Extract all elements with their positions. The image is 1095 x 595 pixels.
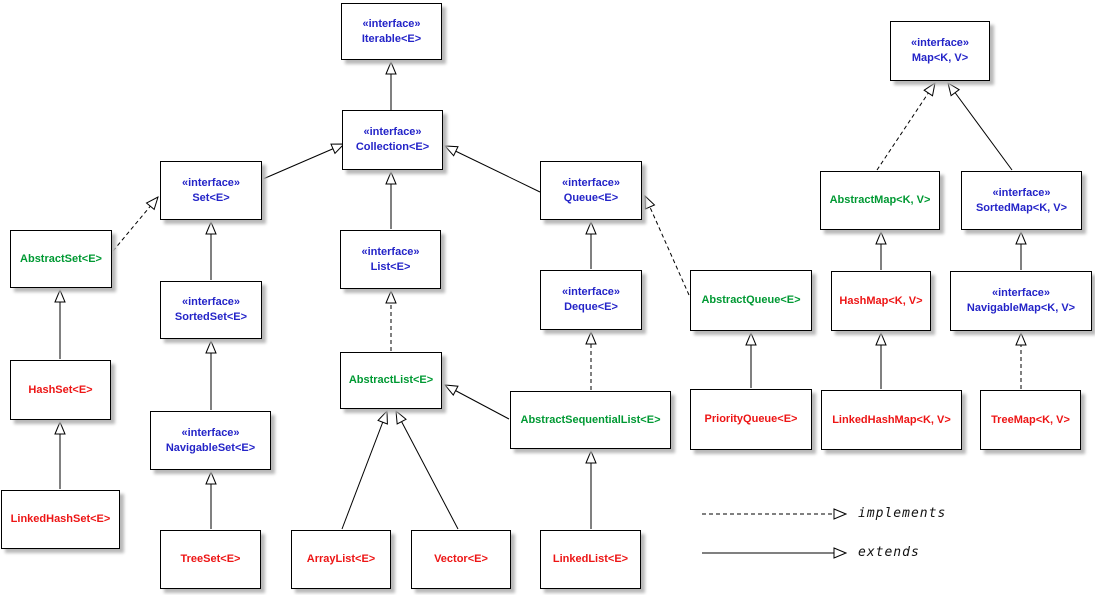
stereotype-label: «interface» — [363, 126, 422, 138]
class-name: TreeSet<E> — [180, 553, 241, 565]
class-name: LinkedHashSet<E> — [10, 513, 111, 525]
class-name: TreeMap<K, V> — [991, 413, 1070, 426]
class-name: AbstractQueue<E> — [701, 294, 801, 306]
node-deque: «interface» Deque<E> — [540, 270, 642, 330]
node-sorted-map: «interface» SortedMap<K, V> — [961, 171, 1082, 230]
class-name: LinkedList<E> — [552, 553, 629, 565]
node-abstract-map: AbstractMap<K, V> — [820, 171, 940, 230]
node-abstract-sequential-list: AbstractSequentialList<E> — [510, 391, 671, 449]
class-name: SortedMap<K, V> — [975, 201, 1068, 214]
class-name: AbstractMap<K, V> — [829, 194, 931, 206]
class-name: Collection<E> — [355, 141, 430, 153]
edge-abstractsequentiallist-extends-abstractlist — [445, 385, 510, 420]
edge-abstractqueue-implements-queue — [645, 196, 690, 296]
node-hash-map: HashMap<K, V> — [831, 271, 931, 331]
node-set: «interface» Set<E> — [160, 161, 262, 220]
node-iterable: «interface» Iterable<E> — [341, 3, 442, 60]
class-name: LinkedHashMap<K, V> — [832, 413, 951, 426]
class-name: Set<E> — [192, 191, 230, 204]
node-abstract-queue: AbstractQueue<E> — [690, 270, 812, 331]
class-name: Vector<E> — [434, 553, 488, 565]
stereotype-label: «interface» — [992, 186, 1051, 199]
stereotype-label: «interface» — [362, 17, 421, 30]
node-queue: «interface» Queue<E> — [540, 161, 642, 220]
legend-extends-label: extends — [858, 545, 920, 560]
stereotype-label: «interface» — [361, 245, 420, 258]
class-name: PriorityQueue<E> — [704, 413, 798, 425]
node-array-list: ArrayList<E> — [291, 530, 391, 589]
node-tree-set: TreeSet<E> — [160, 530, 261, 589]
stereotype-label: «interface» — [991, 287, 1051, 299]
edge-sortedmap-extends-map — [948, 83, 1013, 171]
node-abstract-list: AbstractList<E> — [340, 352, 442, 409]
class-name: AbstractSequentialList<E> — [520, 413, 661, 426]
stereotype-label: «interface» — [561, 286, 621, 298]
node-hash-set: HashSet<E> — [10, 360, 111, 420]
edge-abstractmap-implements-map — [876, 83, 935, 171]
node-map: «interface» Map<K, V> — [890, 21, 990, 81]
class-name: Map<K, V> — [911, 52, 969, 64]
stereotype-label: «interface» — [910, 37, 970, 49]
class-name: AbstractList<E> — [348, 374, 434, 386]
node-priority-queue: PriorityQueue<E> — [690, 389, 812, 450]
node-linked-hash-set: LinkedHashSet<E> — [1, 490, 120, 549]
node-list: «interface» List<E> — [340, 230, 441, 289]
node-collection: «interface» Collection<E> — [342, 110, 443, 170]
node-abstract-set: AbstractSet<E> — [10, 230, 112, 288]
class-name: HashSet<E> — [28, 383, 93, 396]
class-name: List<E> — [370, 260, 411, 273]
legend-implements-label: implements — [858, 506, 947, 521]
edge-abstractset-implements-set — [112, 197, 158, 252]
class-name: ArrayList<E> — [306, 553, 376, 565]
class-name: AbstractSet<E> — [20, 252, 102, 265]
stereotype-label: «interface» — [181, 176, 241, 189]
node-sorted-set: «interface» SortedSet<E> — [160, 281, 262, 339]
class-name: NavigableMap<K, V> — [966, 302, 1076, 314]
stereotype-label: «interface» — [181, 296, 241, 308]
node-vector: Vector<E> — [411, 530, 511, 589]
class-name: SortedSet<E> — [174, 311, 248, 323]
edge-arraylist-extends-abstractlist — [341, 411, 387, 530]
stereotype-label: «interface» — [181, 426, 240, 439]
class-name: Queue<E> — [563, 191, 619, 204]
node-tree-map: TreeMap<K, V> — [980, 390, 1081, 450]
node-navigable-map: «interface» NavigableMap<K, V> — [950, 271, 1092, 331]
node-navigable-set: «interface» NavigableSet<E> — [150, 411, 271, 470]
class-name: HashMap<K, V> — [839, 294, 923, 307]
node-linked-hash-map: LinkedHashMap<K, V> — [821, 390, 962, 450]
node-linked-list: LinkedList<E> — [540, 530, 641, 589]
stereotype-label: «interface» — [561, 176, 621, 189]
edge-set-extends-collection — [262, 144, 344, 180]
class-name: Iterable<E> — [361, 32, 422, 45]
class-name: NavigableSet<E> — [165, 441, 256, 454]
class-name: Deque<E> — [564, 301, 618, 313]
edge-vector-extends-abstractlist — [396, 411, 459, 530]
edge-queue-extends-collection — [445, 146, 541, 193]
